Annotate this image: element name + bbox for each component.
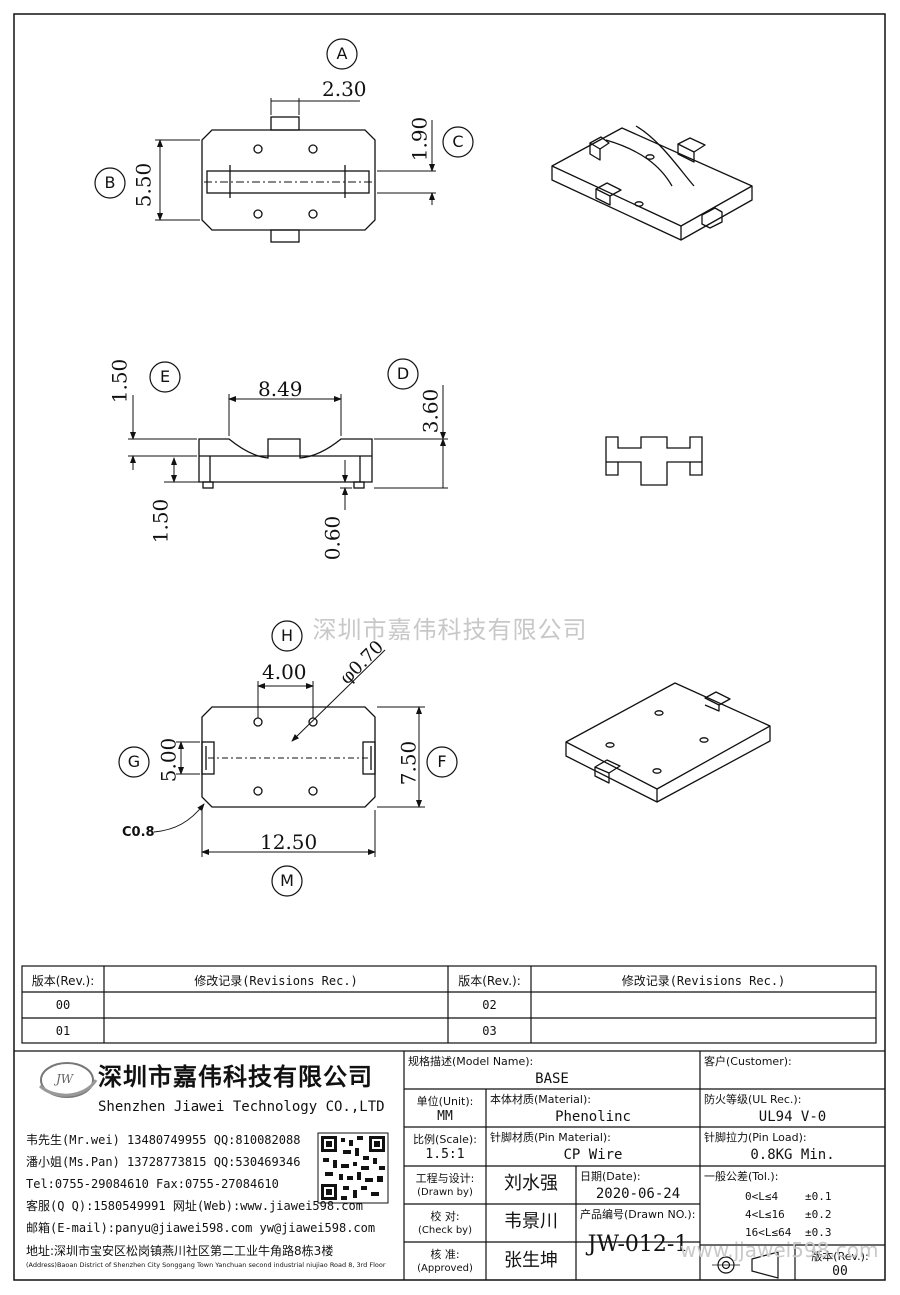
pin-load-label: 针脚拉力(Pin Load): xyxy=(704,1131,807,1144)
bubble-m: M xyxy=(280,871,294,890)
rev-label: 版本(Rev.): xyxy=(811,1250,869,1263)
dim-m: 12.50 xyxy=(260,830,318,854)
rev-row-01: 01 xyxy=(55,1024,71,1038)
tolerance-label: 一般公差(Tol.): xyxy=(704,1170,779,1183)
tol-range-1: 0<L≤4 xyxy=(745,1190,779,1203)
ul-value: UL94 V-0 xyxy=(758,1109,827,1125)
top-view xyxy=(201,116,376,243)
side-view xyxy=(198,438,373,489)
contact-pan: 潘小姐(Ms.Pan) 13728773815 QQ:530469346 xyxy=(26,1155,301,1169)
unit-value: MM xyxy=(437,1109,453,1124)
approved-by-label-en: (Approved) xyxy=(417,1263,473,1274)
dim-chamfer: C0.8 xyxy=(122,825,155,840)
address-en: (Address)Baoan District of Shenzhen City… xyxy=(26,1261,386,1269)
contact-email: 邮箱(E-mail):panyu@jiawei598.com yw@jiawei… xyxy=(26,1221,376,1235)
bubble-e: E xyxy=(159,367,171,386)
dim-d: 3.60 xyxy=(418,388,443,434)
rev-header-right: 版本(Rev.): xyxy=(458,974,521,988)
dim-f: 7.50 xyxy=(396,740,421,786)
side-view-dims xyxy=(128,385,448,510)
material-label: 本体材质(Material): xyxy=(490,1093,591,1106)
drawn-by-label: 工程与设计: xyxy=(415,1172,475,1185)
company-name-cn: 深圳市嘉伟科技有限公司 xyxy=(98,1063,373,1091)
company-name-en: Shenzhen Jiawei Technology CO.,LTD xyxy=(98,1099,385,1115)
drawn-by-value: 刘水强 xyxy=(504,1173,558,1194)
bubble-c: C xyxy=(452,132,464,151)
top-view-dims xyxy=(155,98,436,221)
watermark: 深圳市嘉伟科技有限公司 xyxy=(312,616,588,644)
scale-value: 1.5:1 xyxy=(425,1147,465,1162)
bottom-view-dims xyxy=(153,649,425,857)
material-value: Phenolinc xyxy=(555,1109,631,1125)
date-label: 日期(Date): xyxy=(580,1170,641,1183)
pin-material-value: CP Wire xyxy=(563,1147,623,1163)
projection-symbol xyxy=(712,1251,779,1279)
check-by-label: 校 对: xyxy=(430,1210,460,1223)
check-by-label-en: (Check by) xyxy=(417,1225,472,1236)
pin-load-value: 0.8KG Min. xyxy=(750,1147,835,1163)
rev-row-02: 02 xyxy=(482,998,497,1012)
contact-wei: 韦先生(Mr.wei) 13480749955 QQ:810082088 xyxy=(26,1133,301,1147)
drawn-by-label-en: (Drawn by) xyxy=(417,1187,473,1198)
iso-view-1 xyxy=(551,125,753,241)
check-by-value: 韦景川 xyxy=(504,1211,558,1232)
rev-value: 00 xyxy=(832,1264,848,1279)
unit-label: 单位(Unit): xyxy=(416,1095,474,1108)
tol-range-2: 4<L≤16 xyxy=(745,1208,785,1221)
ul-label: 防火等级(UL Rec.): xyxy=(704,1093,802,1106)
bubble-b: B xyxy=(104,173,116,192)
approved-by-value: 张生坤 xyxy=(504,1250,558,1271)
title-block-lines xyxy=(14,1050,885,1280)
end-view-icon xyxy=(605,436,703,486)
label-bubbles xyxy=(94,38,474,897)
revision-table-lines xyxy=(21,965,877,1044)
pin-material-label: 针脚材质(Pin Material): xyxy=(490,1131,611,1144)
dim-849: 8.49 xyxy=(258,377,303,401)
dim-b: 5.50 xyxy=(131,162,156,208)
bubble-f: F xyxy=(437,752,447,771)
dim-a: 2.30 xyxy=(322,77,367,101)
dim-lower-150: 1.50 xyxy=(148,498,173,544)
logo-text: JW xyxy=(56,1072,74,1086)
bottom-view xyxy=(201,706,376,808)
dim-060: 0.60 xyxy=(320,515,345,561)
dim-g: 5.00 xyxy=(156,737,181,783)
model-label: 规格描述(Model Name): xyxy=(408,1055,534,1068)
contact-tel: Tel:0755-29084610 Fax:0755-27084610 xyxy=(26,1177,279,1191)
rec-header-left: 修改记录(Revisions Rec.) xyxy=(194,974,358,988)
model-value: BASE xyxy=(535,1071,569,1087)
watermark-url: www.jjawei598.com xyxy=(680,1238,879,1262)
rev-row-03: 03 xyxy=(482,1024,497,1038)
sheet-border xyxy=(13,13,886,1281)
contact-qq: 客服(Q Q):1580549991 网址(Web):www.jiawei598… xyxy=(26,1199,363,1213)
tol-value-3: ±0.3 xyxy=(805,1226,832,1239)
scale-label: 比例(Scale): xyxy=(413,1133,477,1146)
contact-address: 地址:深圳市宝安区松岗镇燕川社区第二工业牛角路8栋3楼 xyxy=(26,1244,334,1258)
drawing-no-value: JW-012-1 xyxy=(587,1232,689,1257)
rev-row-00: 00 xyxy=(55,998,71,1012)
rec-header-right: 修改记录(Revisions Rec.) xyxy=(621,974,786,988)
company-logo xyxy=(38,1062,98,1098)
tol-value-1: ±0.1 xyxy=(805,1190,832,1203)
dim-c: 1.90 xyxy=(407,116,432,162)
dim-e: 1.50 xyxy=(107,358,132,404)
drawing-no-label: 产品编号(Drawn NO.): xyxy=(580,1208,696,1221)
bubble-d: D xyxy=(396,364,410,383)
customer-label: 客户(Customer): xyxy=(704,1055,792,1068)
bubble-h: H xyxy=(280,626,294,645)
tol-range-3: 16<L≤64 xyxy=(745,1226,792,1239)
tol-value-2: ±0.2 xyxy=(805,1208,832,1221)
qr-code xyxy=(317,1132,389,1204)
rev-header-left: 版本(Rev.): xyxy=(31,974,95,988)
approved-by-label: 核 准: xyxy=(430,1248,460,1261)
date-value: 2020-06-24 xyxy=(595,1186,681,1202)
dim-400: 4.00 xyxy=(262,660,307,684)
bubble-g: G xyxy=(127,752,141,771)
iso-view-3 xyxy=(565,682,771,803)
bubble-a: A xyxy=(336,44,348,63)
